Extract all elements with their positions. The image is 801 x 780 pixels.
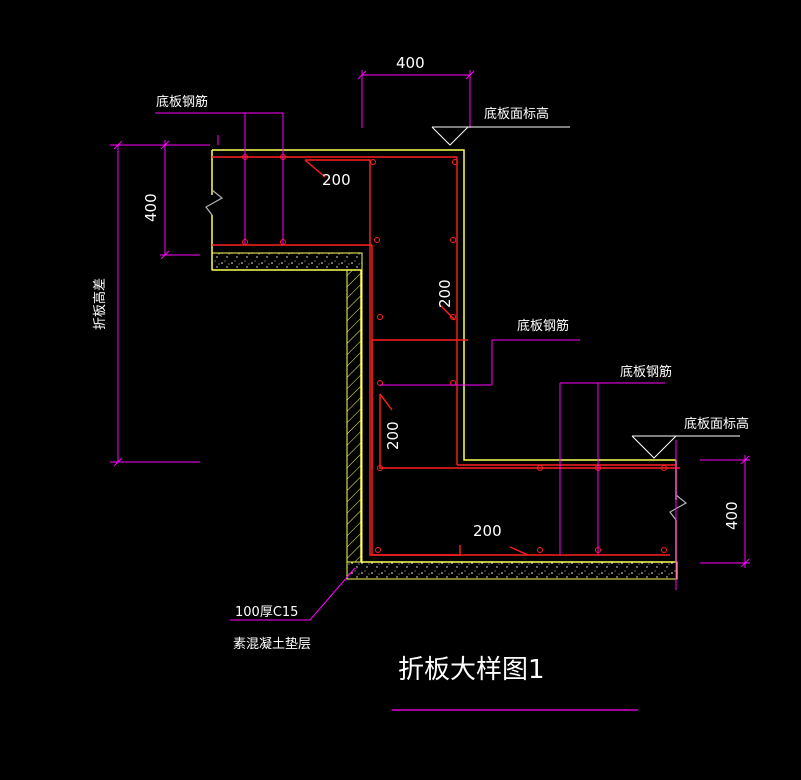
elevation-markers <box>431 126 740 459</box>
slab-outline <box>211 149 677 563</box>
annotations: 400 底板钢筋 底板面标高 200 400 折板高差 200 底板钢筋 底板钢… <box>92 54 749 685</box>
rebar-lines <box>212 156 680 556</box>
label-height-diff: 折板高差 <box>92 278 108 330</box>
dim-left-thick: 400 <box>142 193 160 222</box>
dim-right-thick: 400 <box>723 501 741 530</box>
dimension-lines <box>110 70 750 711</box>
dim-anchor-top: 200 <box>322 171 351 189</box>
break-lines <box>205 189 688 521</box>
cushion-layer <box>211 252 678 580</box>
dim-anchor-bottom: 200 <box>473 522 502 540</box>
dim-anchor-mid: 200 <box>436 279 454 308</box>
label-rebar-mid: 底板钢筋 <box>517 318 569 334</box>
label-elev-top: 底板面标高 <box>484 106 549 122</box>
rebar-dots <box>242 154 667 553</box>
label-cushion-1: 100厚C15 <box>235 605 298 620</box>
dim-top-width: 400 <box>396 54 425 72</box>
drawing-title: 折板大样图1 <box>398 655 545 685</box>
label-rebar-top: 底板钢筋 <box>156 94 208 110</box>
label-rebar-right: 底板钢筋 <box>620 364 672 380</box>
label-elev-right: 底板面标高 <box>684 416 749 432</box>
dim-anchor-left: 200 <box>384 421 402 450</box>
label-cushion-2: 素混凝土垫层 <box>233 636 311 652</box>
